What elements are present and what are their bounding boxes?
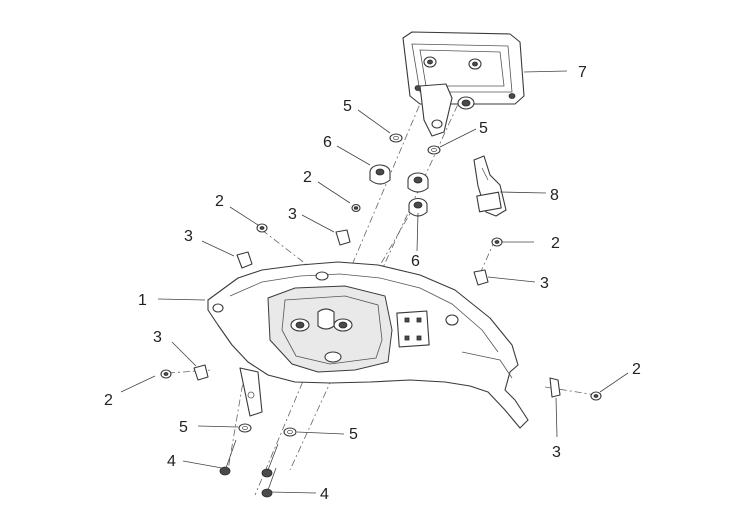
callout-5: 5 (479, 120, 488, 137)
callout-4: 4 (320, 486, 329, 503)
callout-3: 3 (288, 206, 297, 223)
callout-6: 6 (411, 253, 420, 270)
callout-3: 3 (184, 228, 193, 245)
callout-5: 5 (349, 426, 358, 443)
display-unit-part-7 (402, 31, 525, 137)
callout-2: 2 (215, 193, 224, 210)
screws-part-4 (219, 439, 279, 498)
grommets-part-6 (369, 164, 429, 217)
callout-4: 4 (167, 453, 176, 470)
callout-5: 5 (343, 98, 352, 115)
grommet-upper (369, 164, 391, 185)
grommet-lower (408, 197, 428, 217)
callout-5: 5 (179, 419, 188, 436)
washers-part-5 (238, 133, 441, 437)
nuts-part-3 (193, 229, 561, 398)
callout-2: 2 (104, 392, 113, 409)
callout-8: 8 (550, 187, 559, 204)
callout-3: 3 (552, 444, 561, 461)
grommet-mid (407, 172, 429, 193)
screws-part-2 (160, 203, 602, 401)
leader-lines (120, 70, 629, 494)
callout-3: 3 (153, 329, 162, 346)
callout-labels: 1 2 2 2 2 2 3 3 3 3 3 4 4 5 5 5 5 6 6 7 … (104, 64, 641, 503)
callout-2: 2 (551, 235, 560, 252)
callout-1: 1 (138, 292, 147, 309)
callout-2: 2 (303, 169, 312, 186)
callout-2: 2 (632, 361, 641, 378)
callout-3: 3 (540, 275, 549, 292)
clip-part-8 (473, 155, 507, 217)
callout-7: 7 (578, 64, 587, 81)
callout-6: 6 (323, 134, 332, 151)
bracket-part-1 (207, 261, 529, 429)
